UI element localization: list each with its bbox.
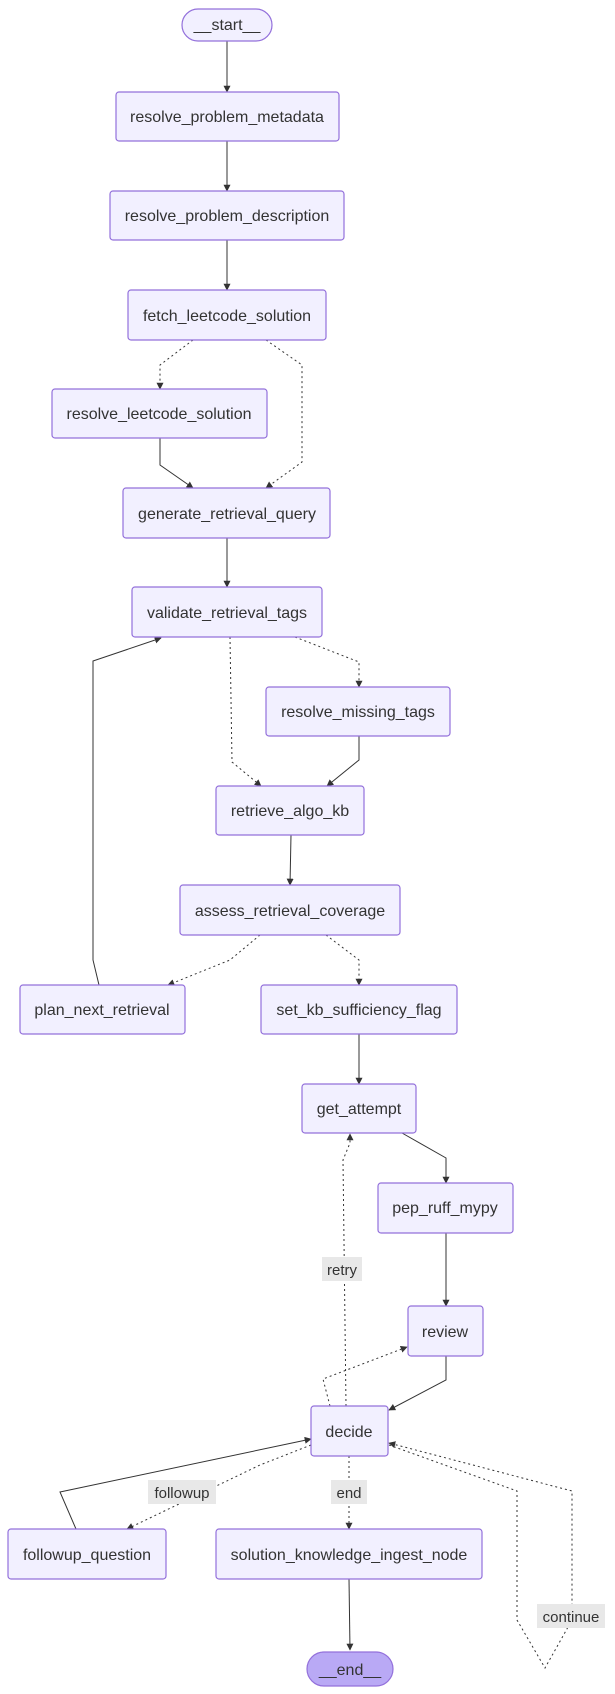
node-generate-retrieval-query[interactable]: generate_retrieval_query (122, 487, 331, 539)
edge-review-to-decide (388, 1356, 447, 1411)
node-review-label: review (422, 1324, 469, 1341)
node-pep-ruff-mypy[interactable]: pep_ruff_mypy (377, 1182, 514, 1234)
node-resolve-problem-description[interactable]: resolve_problem_description (109, 190, 345, 241)
node-plan-next-retrieval[interactable]: plan_next_retrieval (19, 984, 186, 1035)
edge-label-followup: followup (148, 1480, 216, 1504)
node-decide[interactable]: decide (310, 1405, 389, 1457)
node-retrieve-algo-kb[interactable]: retrieve_algo_kb (215, 785, 365, 836)
node-resolve-leetcode-solution-label: resolve_leetcode_solution (66, 406, 251, 423)
edge-resolve-missing-tags-to-retrieve-algo-kb (326, 736, 360, 787)
edge-validate-to-resolve-missing-tags (294, 636, 363, 688)
node-start-label: __start__ (193, 17, 262, 34)
node-resolve-missing-tags-label: resolve_missing_tags (281, 704, 435, 721)
edge-label-retry: retry (322, 1257, 362, 1281)
node-plan-next-retrieval-label: plan_next_retrieval (34, 1002, 169, 1019)
edge-validate-to-retrieve-algo-kb (229, 636, 262, 787)
edge-retrieve-algo-kb-to-assess-retrieval-coverage (286, 834, 294, 886)
edge-get-attempt-to-pep-ruff-mypy (401, 1132, 450, 1184)
edge-label-retry-text: retry (327, 1262, 358, 1279)
node-resolve-missing-tags[interactable]: resolve_missing_tags (265, 686, 451, 737)
node-fetch-leetcode-solution[interactable]: fetch_leetcode_solution (127, 289, 327, 341)
edge-solution-knowledge-ingest-node-to-end (346, 1578, 354, 1651)
node-solution-knowledge-ingest-node[interactable]: solution_knowledge_ingest_node (215, 1528, 483, 1580)
node-validate-retrieval-tags-label: validate_retrieval_tags (147, 605, 307, 622)
edge-assess-to-set-kb-sufficiency-flag (325, 934, 363, 986)
edge-label-continue-text: continue (543, 1609, 600, 1626)
node-set-kb-sufficiency-flag[interactable]: set_kb_sufficiency_flag (260, 984, 458, 1035)
edge-label-end-text: end (336, 1485, 361, 1502)
node-assess-retrieval-coverage-label: assess_retrieval_coverage (195, 903, 385, 920)
node-get-attempt[interactable]: get_attempt (301, 1083, 417, 1134)
node-resolve-problem-metadata[interactable]: resolve_problem_metadata (115, 91, 340, 142)
node-resolve-problem-metadata-label: resolve_problem_metadata (130, 109, 324, 126)
edge-decide-to-get-attempt-retry (342, 1133, 354, 1407)
edge-decide-to-review (322, 1345, 408, 1407)
node-end-label: __end__ (318, 1662, 382, 1679)
edge-fetch-to-generate-retrieval-query (265, 339, 303, 489)
node-resolve-problem-description-label: resolve_problem_description (125, 208, 330, 225)
node-start[interactable]: __start__ (181, 8, 273, 42)
node-followup-question[interactable]: followup_question (7, 1528, 167, 1580)
node-get-attempt-label: get_attempt (317, 1101, 402, 1118)
node-resolve-leetcode-solution[interactable]: resolve_leetcode_solution (51, 388, 268, 439)
node-fetch-leetcode-solution-label: fetch_leetcode_solution (143, 308, 311, 325)
edge-label-end: end (331, 1480, 367, 1504)
node-followup-question-label: followup_question (23, 1547, 151, 1564)
node-assess-retrieval-coverage[interactable]: assess_retrieval_coverage (179, 884, 401, 936)
node-pep-ruff-mypy-label: pep_ruff_mypy (392, 1200, 498, 1217)
node-decide-label: decide (325, 1424, 372, 1441)
node-validate-retrieval-tags[interactable]: validate_retrieval_tags (131, 586, 323, 638)
edge-resolve-leetcode-solution-to-generate-retrieval-query (159, 438, 194, 489)
edges (59, 41, 573, 1670)
node-set-kb-sufficiency-flag-label: set_kb_sufficiency_flag (276, 1002, 441, 1019)
node-solution-knowledge-ingest-node-label: solution_knowledge_ingest_node (231, 1547, 468, 1564)
edge-label-followup-text: followup (154, 1485, 209, 1502)
node-retrieve-algo-kb-label: retrieve_algo_kb (231, 803, 349, 820)
edge-label-continue: continue (537, 1604, 605, 1628)
edge-decide-continue-loop (388, 1441, 573, 1670)
edge-plan-next-retrieval-to-validate-retrieval-tags (92, 636, 162, 986)
node-end[interactable]: __end__ (306, 1651, 394, 1687)
node-review[interactable]: review (407, 1305, 484, 1357)
edge-followup-question-to-decide (59, 1436, 312, 1530)
node-generate-retrieval-query-label: generate_retrieval_query (138, 506, 316, 523)
edge-fetch-to-resolve-leetcode-solution (156, 339, 194, 390)
edge-assess-to-plan-next-retrieval (167, 934, 261, 986)
